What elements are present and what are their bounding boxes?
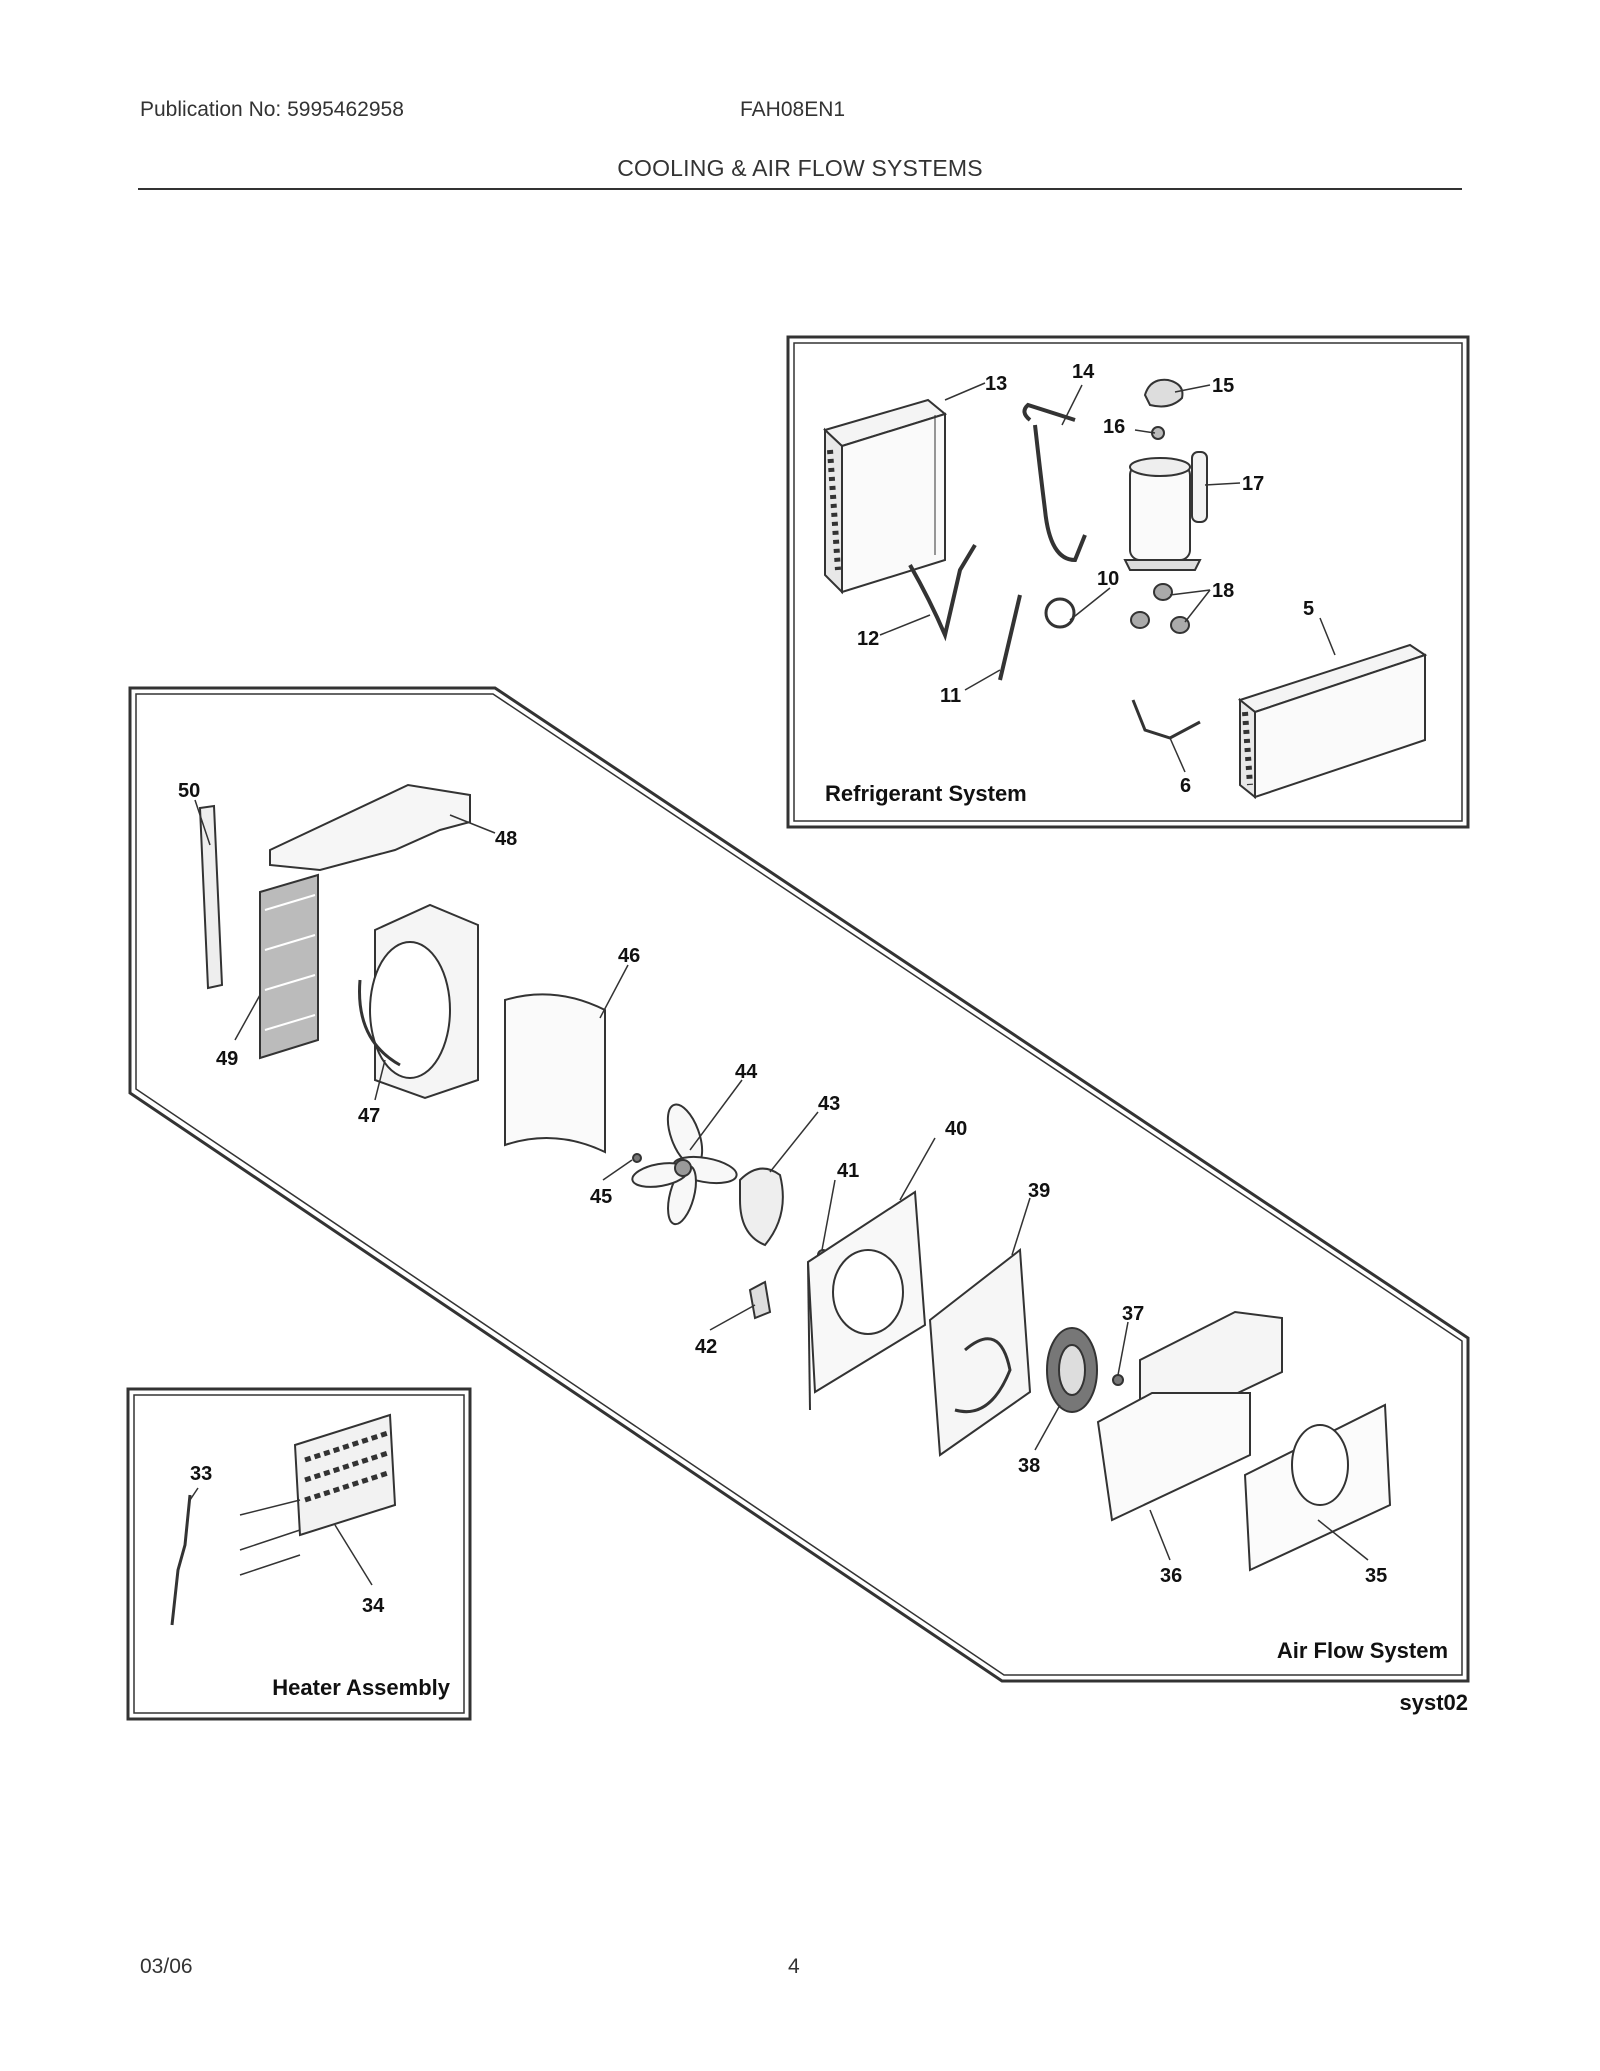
seal-strip-part — [198, 804, 224, 990]
tube-part — [1022, 402, 1087, 563]
part-number-33: 33 — [190, 1463, 212, 1485]
part-number-42: 42 — [695, 1336, 717, 1358]
clamp-ring-part — [1044, 597, 1076, 629]
blower-housing-part — [928, 1248, 1032, 1457]
part-number-48: 48 — [495, 828, 517, 850]
part-number-35: 35 — [1365, 1565, 1387, 1587]
capillary-tube-part — [908, 543, 977, 642]
heater-element-part — [239, 1413, 397, 1576]
part-number-18: 18 — [1212, 580, 1234, 602]
part-number-46: 46 — [618, 945, 640, 967]
part-number-45: 45 — [590, 1186, 612, 1208]
airflow-system-label: Air Flow System — [1277, 1638, 1448, 1663]
fan-blade-part — [631, 1103, 738, 1226]
heater-assembly-label: Heater Assembly — [272, 1675, 450, 1700]
duct-housing-part — [1096, 1310, 1283, 1522]
screw-part-45 — [632, 1153, 642, 1163]
publication-date: 03/06 — [140, 1955, 193, 1978]
bracket-part-42 — [748, 1280, 772, 1320]
partition-panel-part — [806, 1190, 927, 1411]
part-number-38: 38 — [1018, 1455, 1040, 1477]
part-number-41: 41 — [837, 1160, 859, 1182]
part-number-49: 49 — [216, 1048, 238, 1070]
part-number-37: 37 — [1122, 1303, 1144, 1325]
leader-lines — [189, 382, 1369, 1586]
part-number-12: 12 — [857, 628, 879, 650]
tube-part-11 — [998, 594, 1022, 681]
part-number-6: 6 — [1180, 775, 1191, 797]
diagram-code: syst02 — [1399, 1690, 1468, 1715]
front-panel-part — [1243, 1403, 1392, 1572]
part-number-44: 44 — [735, 1061, 758, 1083]
heater-assembly-panel — [126, 1387, 472, 1721]
grommet-parts — [1130, 583, 1190, 634]
part-number-34: 34 — [362, 1595, 385, 1617]
part-number-15: 15 — [1212, 375, 1234, 397]
top-cover-part — [269, 783, 471, 872]
part-number-40: 40 — [945, 1118, 967, 1140]
tube-part-6 — [1131, 699, 1201, 740]
part-number-5: 5 — [1303, 598, 1314, 620]
compressor-part — [1123, 451, 1208, 571]
evaporator-coil-part — [823, 398, 948, 595]
part-number-10: 10 — [1097, 568, 1119, 590]
refrigerant-system-label: Refrigerant System — [825, 781, 1027, 806]
fan-shroud-part — [358, 903, 479, 1100]
part-number-16: 16 — [1103, 416, 1125, 438]
part-number-11: 11 — [940, 685, 961, 707]
blower-wheel-part — [1046, 1327, 1098, 1413]
part-number-47: 47 — [358, 1105, 380, 1127]
motor-bracket-part — [739, 1167, 784, 1247]
terminal-cover-part — [1143, 378, 1184, 408]
condenser-coil-part — [1237, 643, 1428, 800]
air-baffle-part — [504, 993, 606, 1154]
part-number-50: 50 — [178, 780, 200, 802]
page-title: COOLING & AIR FLOW SYSTEMS — [617, 155, 983, 181]
part-number-17: 17 — [1242, 473, 1264, 495]
part-number-39: 39 — [1028, 1180, 1050, 1202]
part-number-13: 13 — [985, 373, 1007, 395]
title-rule — [138, 188, 1462, 190]
sensor-wire-part — [170, 1494, 192, 1626]
part-number-43: 43 — [818, 1093, 840, 1115]
part-number-36: 36 — [1160, 1565, 1182, 1587]
model-number: FAH08EN1 — [740, 98, 846, 121]
screw-part-37 — [1112, 1374, 1124, 1386]
page-number: 4 — [788, 1955, 800, 1978]
part-number-14: 14 — [1072, 361, 1095, 383]
filter-mesh-part — [259, 873, 319, 1060]
refrigerant-system-panel — [786, 335, 1470, 829]
publication-number: Publication No: 5995462958 — [140, 98, 404, 121]
airflow-system-panel — [128, 686, 1470, 1683]
